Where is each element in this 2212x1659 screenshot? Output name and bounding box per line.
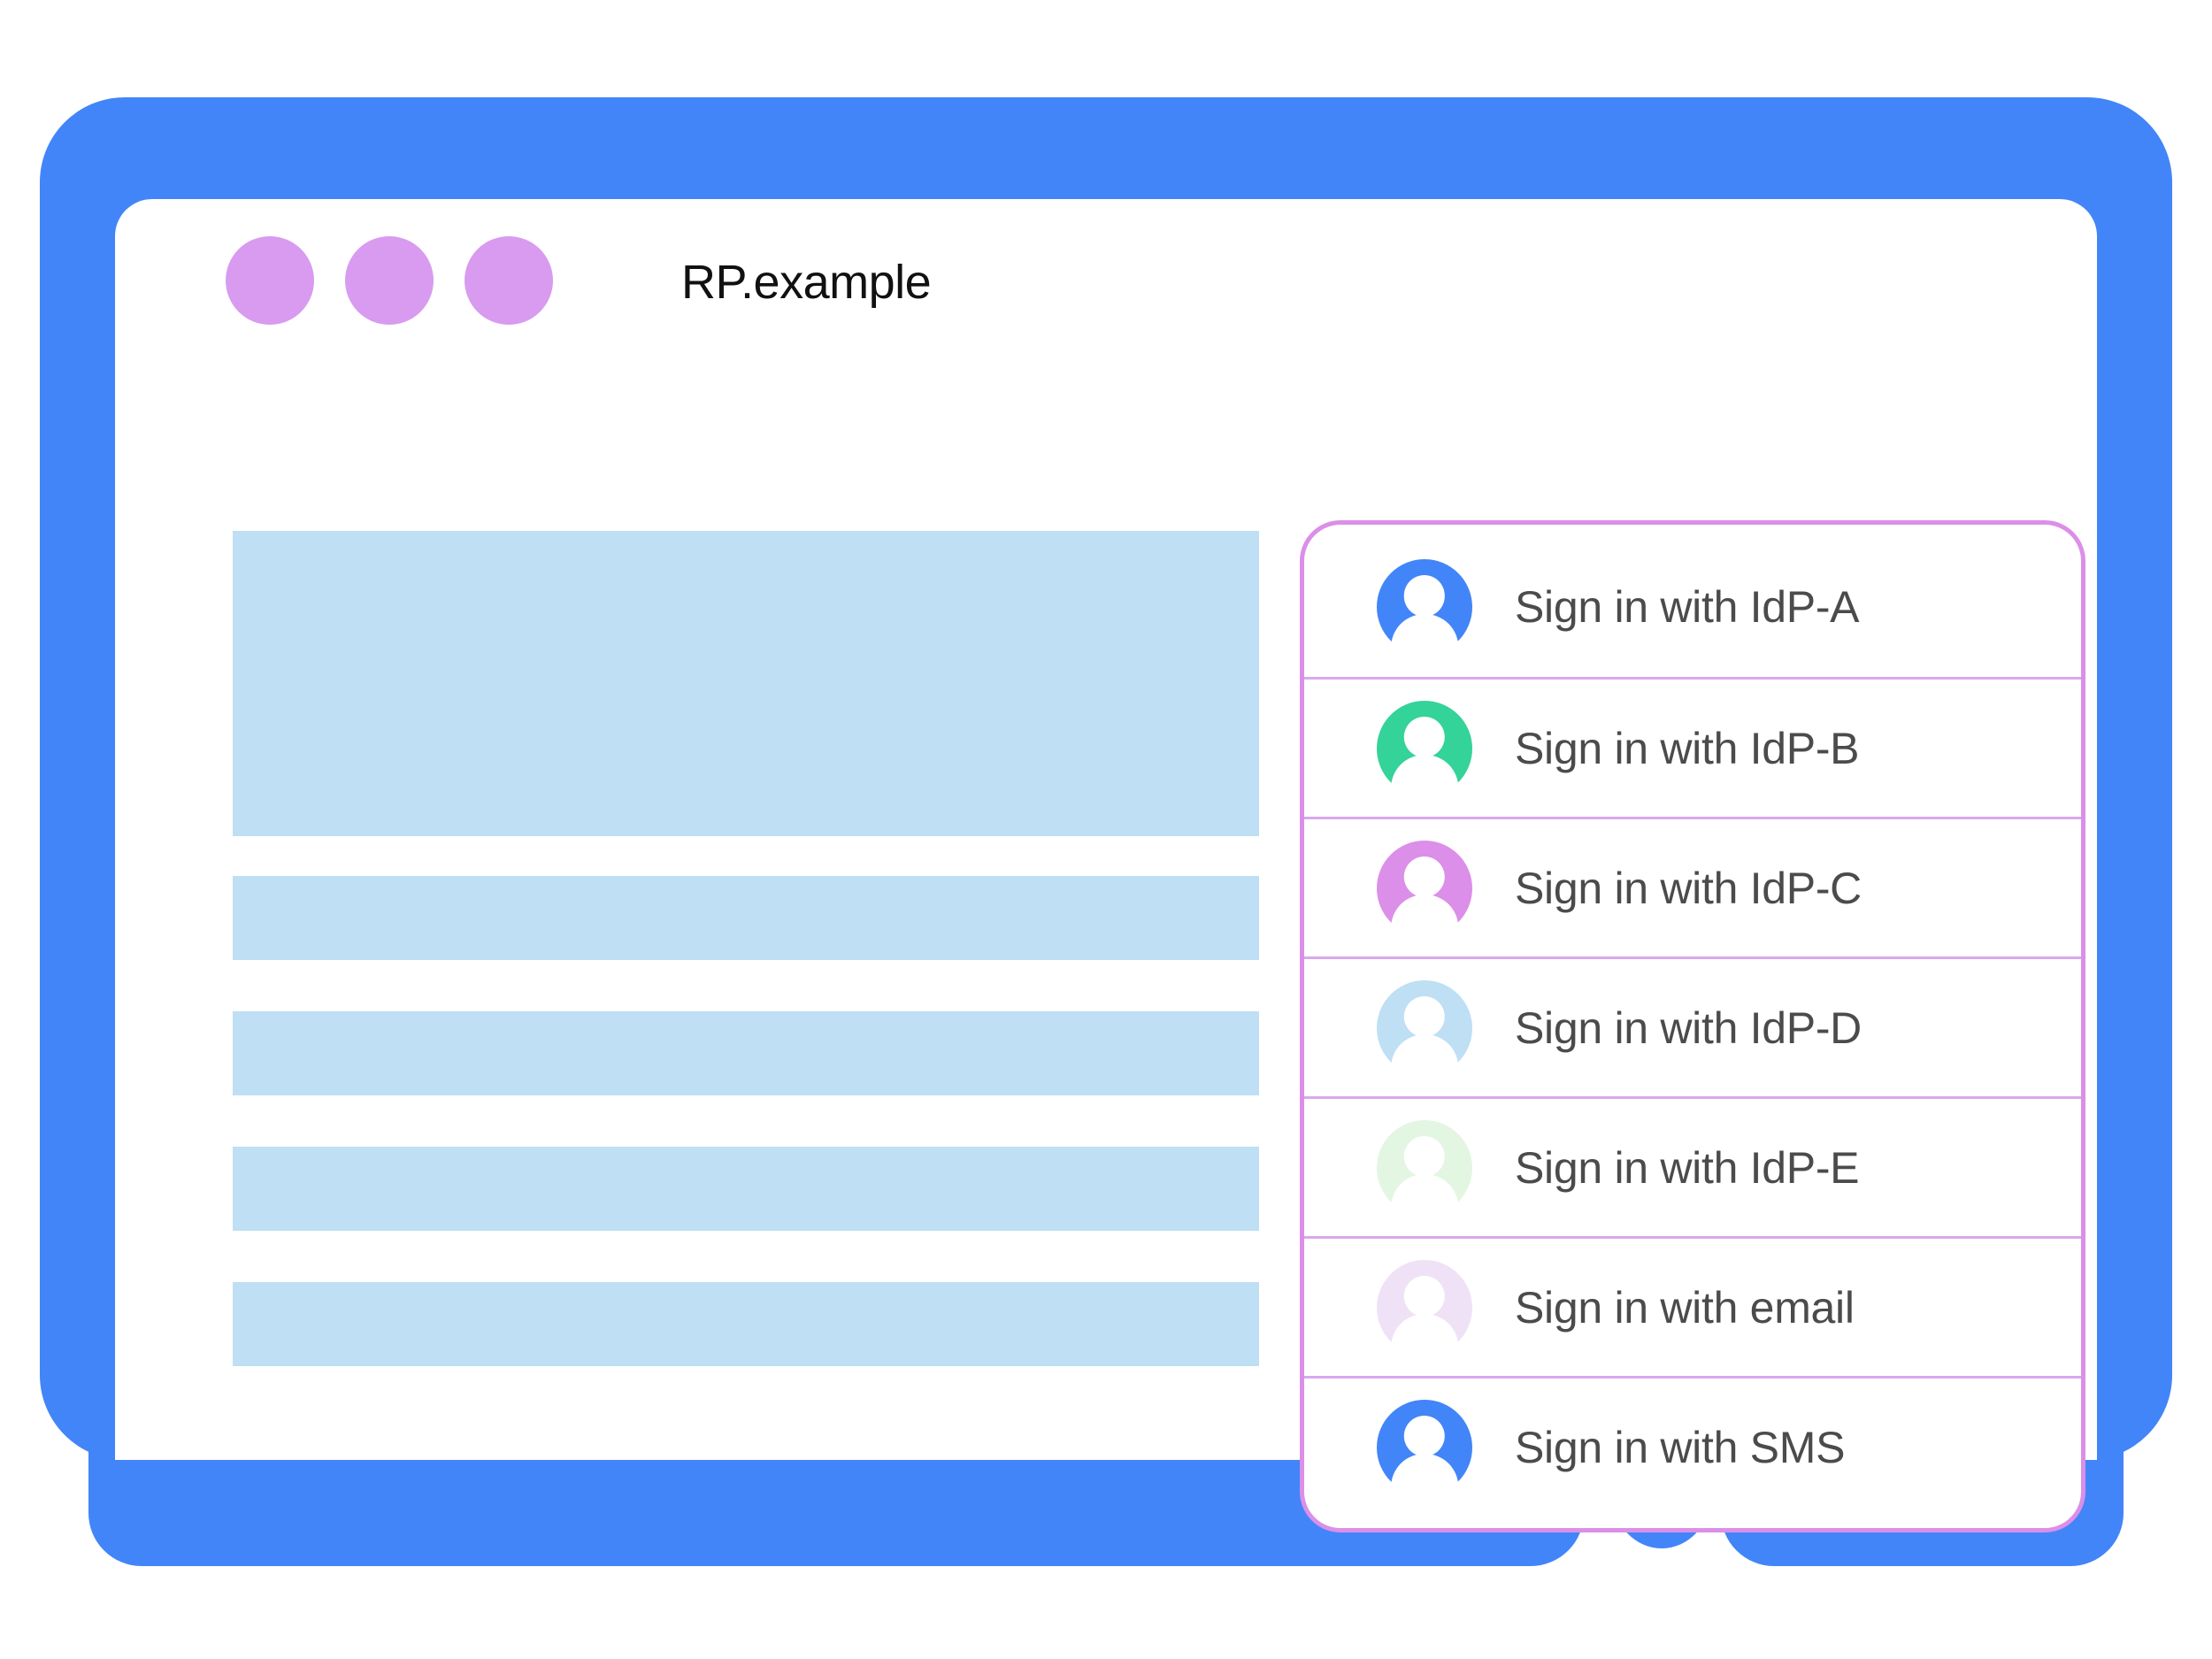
text-placeholder-3: [233, 1147, 1259, 1231]
account-row[interactable]: Sign in with IdP-D: [1304, 956, 2081, 1096]
account-label: Sign in with IdP-C: [1515, 863, 1862, 913]
account-label: Sign in with IdP-D: [1515, 1002, 1862, 1053]
account-row[interactable]: Sign in with IdP-B: [1304, 677, 2081, 817]
avatar-icon: [1377, 700, 1472, 801]
account-row[interactable]: Sign in with IdP-C: [1304, 817, 2081, 956]
avatar-icon: [1377, 559, 1472, 660]
avatar-icon: [1377, 840, 1472, 941]
account-label: Sign in with IdP-B: [1515, 723, 1860, 773]
window-dot-2[interactable]: [345, 236, 434, 325]
account-row[interactable]: Sign in with SMS: [1304, 1376, 2081, 1516]
page-title: RP.example: [681, 256, 932, 309]
avatar-icon: [1377, 1259, 1472, 1360]
window-dot-1[interactable]: [226, 236, 314, 325]
account-label: Sign in with IdP-A: [1515, 582, 1860, 632]
page-content-placeholders: [233, 531, 1259, 1417]
account-label: Sign in with SMS: [1515, 1422, 1846, 1472]
account-row[interactable]: Sign in with IdP-A: [1304, 537, 2081, 677]
text-placeholder-2: [233, 1011, 1259, 1095]
account-chooser-card: Sign in with IdP-A Sign in with IdP-B Sign…: [1300, 520, 2085, 1532]
text-placeholder-4: [233, 1282, 1259, 1366]
account-label: Sign in with IdP-E: [1515, 1142, 1860, 1193]
browser-title-bar: RP.example: [115, 199, 2097, 363]
window-controls: [226, 236, 553, 325]
avatar-icon: [1377, 979, 1472, 1080]
account-row[interactable]: Sign in with email: [1304, 1236, 2081, 1376]
account-row[interactable]: Sign in with IdP-E: [1304, 1096, 2081, 1236]
avatar-icon: [1377, 1119, 1472, 1220]
window-dot-3[interactable]: [465, 236, 553, 325]
account-label: Sign in with email: [1515, 1282, 1855, 1333]
text-placeholder-1: [233, 876, 1259, 960]
avatar-icon: [1377, 1399, 1472, 1500]
hero-placeholder: [233, 531, 1259, 836]
